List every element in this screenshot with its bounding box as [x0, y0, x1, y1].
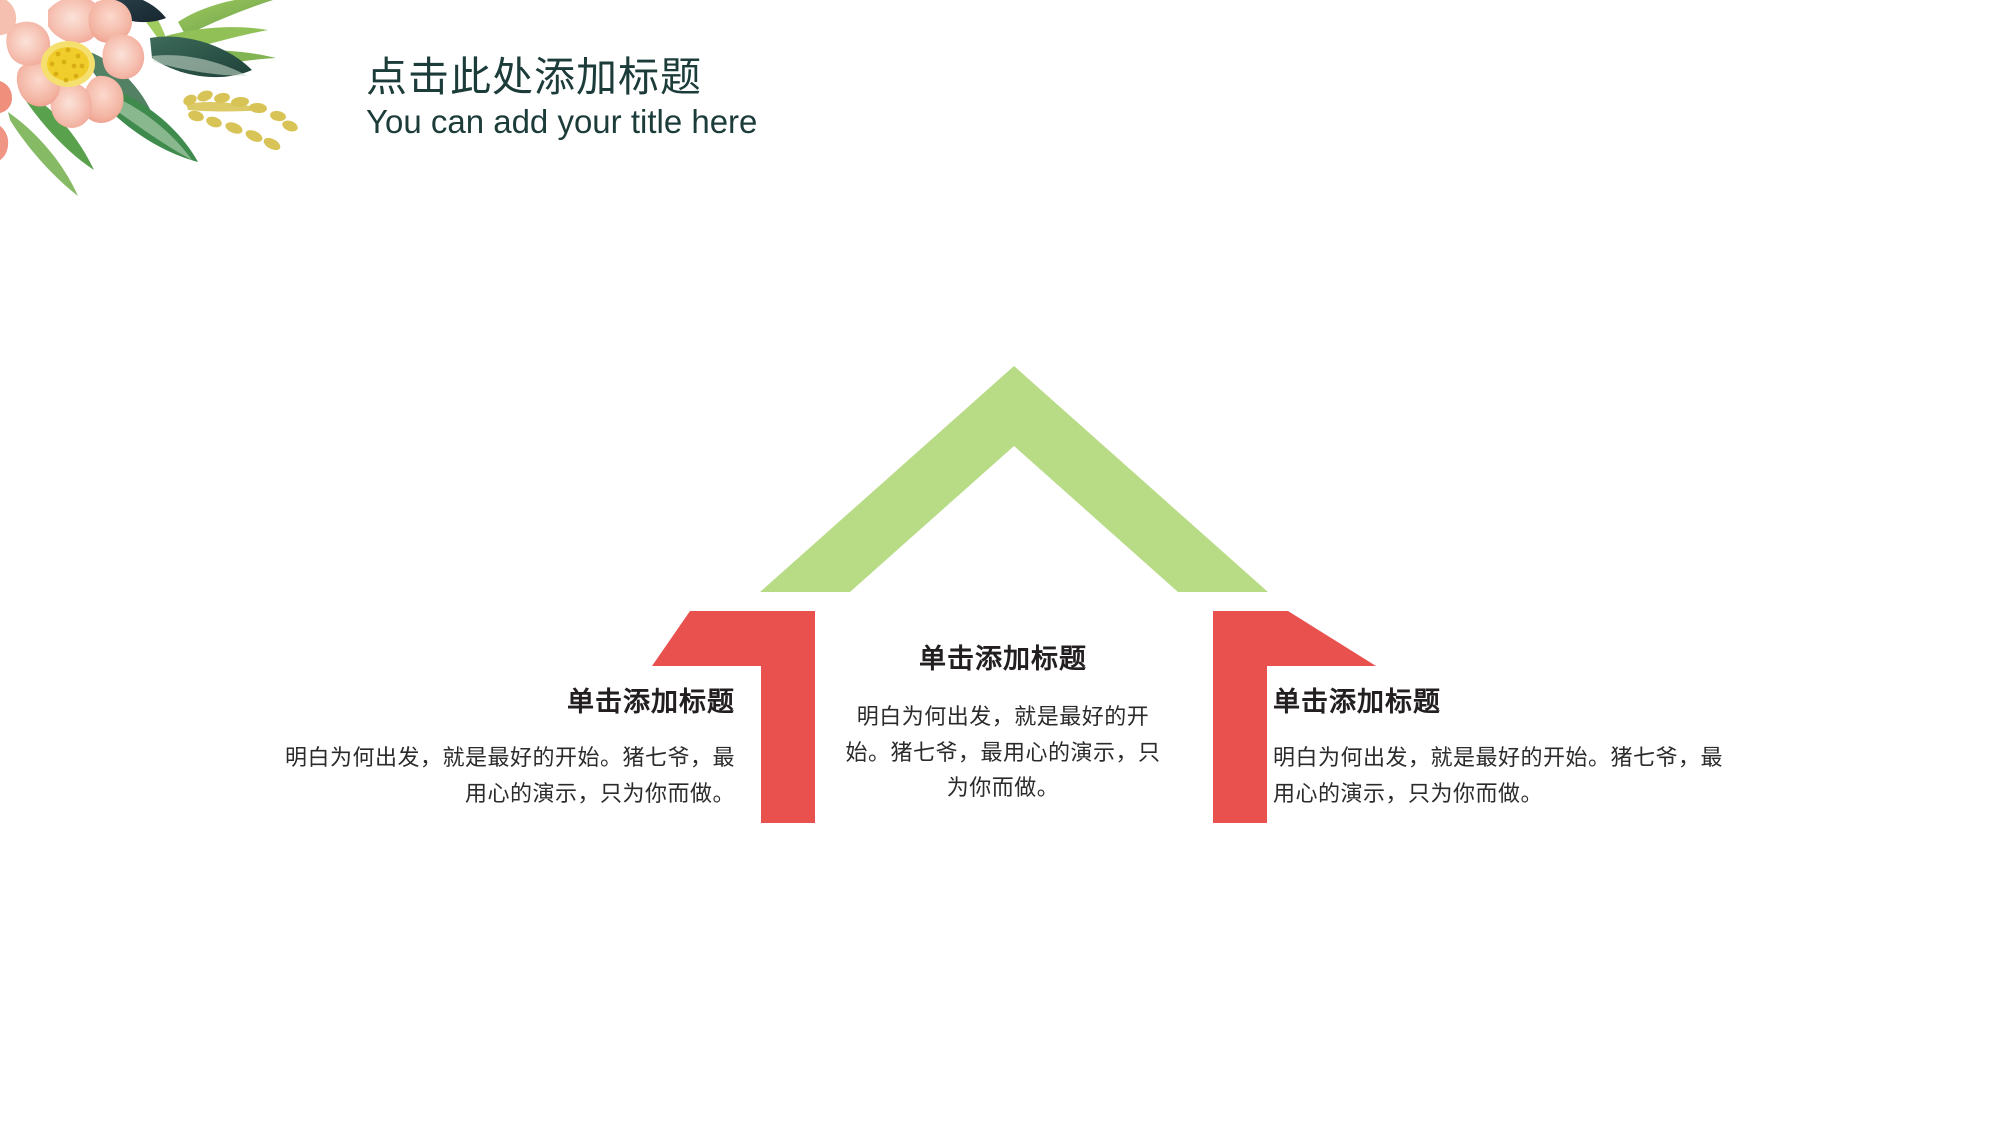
yellow-sprig: [183, 90, 298, 151]
column-title-left: 单击添加标题: [567, 687, 735, 717]
dark-leaves: [88, 0, 252, 118]
text-column-left: 单击添加标题 明白为何出发，就是最好的开始。猪七爷，最用心的演示，只为你而做。: [270, 685, 735, 811]
page-title-block: 点击此处添加标题 You can add your title here: [366, 54, 1266, 141]
column-body-left: 明白为何出发，就是最好的开始。猪七爷，最用心的演示，只为你而做。: [284, 745, 735, 806]
column-title-right: 单击添加标题: [1273, 687, 1441, 717]
page-title-en: You can add your title here: [366, 102, 758, 140]
green-chevron-up-arrow: [760, 366, 1268, 592]
leaf-sprig-upper: [132, 0, 276, 72]
lower-leaves: [8, 84, 198, 196]
page-title-cn: 点击此处添加标题: [366, 54, 702, 100]
pink-buds: [0, 0, 17, 160]
column-body-right: 明白为何出发，就是最好的开始。猪七爷，最用心的演示，只为你而做。: [1273, 745, 1724, 806]
text-column-right: 单击添加标题 明白为何出发，就是最好的开始。猪七爷，最用心的演示，只为你而做。: [1273, 685, 1723, 811]
column-body-center: 明白为何出发，就是最好的开始。猪七爷，最用心的演示，只为你而做。: [845, 704, 1161, 801]
pink-flower-main: [6, 0, 145, 128]
text-column-center: 单击添加标题 明白为何出发，就是最好的开始。猪七爷，最用心的演示，只为你而做。: [838, 642, 1168, 806]
floral-decoration: [0, 0, 298, 196]
column-title-center: 单击添加标题: [919, 644, 1087, 674]
